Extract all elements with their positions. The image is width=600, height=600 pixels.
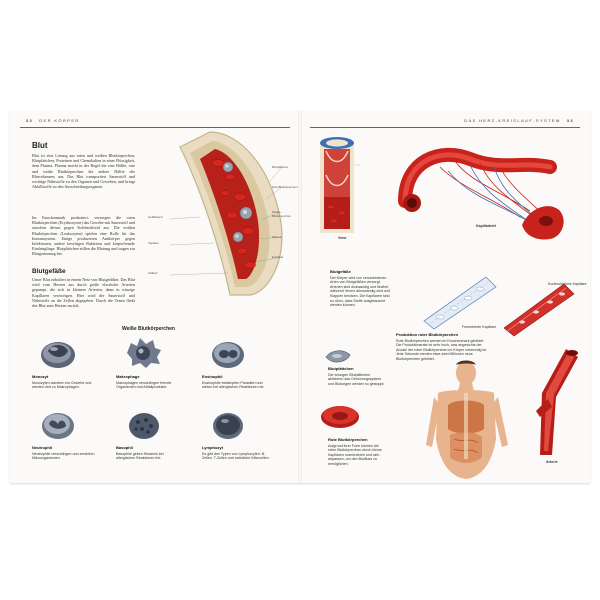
illus-label-3: Weiße Blutkörperchen bbox=[272, 210, 291, 218]
right-page-number: 33 bbox=[566, 118, 574, 123]
eosinophil-text: Eosinophile bekämpfen Parasiten und wirk… bbox=[202, 380, 265, 390]
kontinuierliche-label: Kontinuierliche Kapillare bbox=[548, 282, 587, 286]
fenestrierte-kapillare-illustration bbox=[423, 276, 497, 330]
produktion-title: Produktion roter Blutkörperchen bbox=[396, 332, 459, 337]
basophil-caption: Basophil Basophile geben Histamin bei al… bbox=[116, 445, 182, 461]
illus-label-1: Blutplättchen bbox=[272, 165, 289, 169]
right-running-title: DAS HERZ-KREISLAUF-SYSTEM bbox=[464, 118, 561, 123]
right-running-head: DAS HERZ-KREISLAUF-SYSTEM 33 bbox=[464, 118, 580, 128]
kapillarbett-label: Kapillarbett bbox=[476, 224, 496, 228]
blutgefaesse-heading: Blutgefäße bbox=[32, 268, 66, 275]
eosinophil-cell-image bbox=[212, 342, 244, 368]
left-head-rule bbox=[20, 127, 290, 128]
human-torso-illustration bbox=[426, 360, 508, 479]
monozyt-cell-image bbox=[41, 342, 75, 368]
right-page: DAS HERZ-KREISLAUF-SYSTEM 33 Vene bbox=[300, 111, 590, 483]
rote-text: Aufgrund ihrer Form können die roten Blu… bbox=[328, 443, 382, 466]
left-running-title: DER KÖRPER bbox=[39, 118, 80, 123]
left-page-number: 32 bbox=[26, 118, 34, 123]
basophil-title: Basophil bbox=[116, 445, 133, 450]
illus-label-2: Rote Blutkörperchen bbox=[272, 185, 298, 189]
illus-label-8: Zellkern bbox=[148, 271, 158, 275]
lymphozyt-caption: Lymphozyt Es gibt drei Typen von Lymphoz… bbox=[202, 445, 272, 461]
produktion-caption: Produktion roter Blutkörperchen Rote Blu… bbox=[396, 332, 488, 362]
rote-blutkoerperchen-image bbox=[321, 406, 359, 428]
illus-label-5: Endothel bbox=[272, 255, 284, 259]
lymphozyt-cell-image bbox=[213, 413, 243, 439]
makrophage-caption: Makrophage Makrophagen verschlingen frem… bbox=[116, 374, 182, 390]
blut-heading: Blut bbox=[32, 141, 48, 150]
right-head-rule bbox=[310, 127, 580, 128]
kontinuierliche-kapillare-illustration bbox=[503, 283, 575, 337]
monozyt-caption: Monozyt Monozyten wandern ins Gewebe und… bbox=[32, 374, 98, 390]
wbc-heading: Weiße Blutkörperchen bbox=[122, 326, 175, 332]
illus-label-6: Gefäßwand bbox=[148, 215, 163, 219]
blutplaettchen-text: Die winzigen Blutplättchen aktivieren da… bbox=[328, 372, 385, 386]
makrophage-title: Makrophage bbox=[116, 374, 140, 379]
neutrophil-cell-image bbox=[42, 413, 74, 439]
eosinophil-title: Eosinophil bbox=[202, 374, 223, 379]
kapillarbett-illustration bbox=[398, 147, 564, 240]
lymphozyt-text: Es gibt drei Typen von Lymphozyten: B-Ze… bbox=[202, 451, 270, 461]
rote-title: Rote Blutkörperchen bbox=[328, 437, 368, 442]
blut-paragraph-2: Im Knochenmark produziert, versorgen die… bbox=[32, 215, 135, 257]
blutgefaesse-paragraph: Unser Blut zirkuliert in einem Netz von … bbox=[32, 277, 135, 309]
blutgefaesse-caption: Blutgefäße Der Körper wird von verschied… bbox=[330, 269, 394, 308]
eosinophil-caption: Eosinophil Eosinophile bekämpfen Parasit… bbox=[202, 374, 272, 390]
illus-label-4: Plasma bbox=[272, 235, 282, 239]
neutrophil-caption: Neutrophil Neutrophile verschlingen und … bbox=[32, 445, 98, 461]
vessel-cross-section-illustration bbox=[169, 131, 283, 296]
blutplaettchen-image bbox=[325, 350, 351, 363]
left-page: 32 DER KÖRPER Blut Blut ist eine Lösung a… bbox=[10, 111, 300, 483]
monozyt-title: Monozyt bbox=[32, 374, 49, 379]
fenestrierte-label: Fenestrierte Kapillare bbox=[462, 325, 497, 329]
neutrophil-text: Neutrophile verschlingen und zerstören M… bbox=[32, 451, 95, 461]
book-gutter bbox=[298, 111, 302, 483]
vene-illustration bbox=[320, 137, 360, 233]
basophil-text: Basophile geben Histamin bei allergische… bbox=[116, 451, 164, 461]
illus-label-7: Kapillare bbox=[148, 241, 159, 245]
blut-paragraph-1: Blut ist eine Lösung aus roten und weiße… bbox=[32, 153, 135, 190]
lymphozyt-title: Lymphozyt bbox=[202, 445, 223, 450]
left-running-head: 32 DER KÖRPER bbox=[20, 118, 80, 128]
basophil-cell-image bbox=[129, 413, 159, 439]
arterie-illustration bbox=[536, 349, 578, 455]
neutrophil-title: Neutrophil bbox=[32, 445, 52, 450]
vene-label: Vene bbox=[338, 236, 347, 240]
blutplaettchen-caption: Blutplättchen Die winzigen Blutplättchen… bbox=[328, 366, 386, 386]
makrophage-text: Makrophagen verschlingen fremde Organism… bbox=[116, 380, 172, 390]
monozyt-text: Monozyten wandern ins Gewebe und werden … bbox=[32, 380, 92, 390]
blutplaettchen-title: Blutplättchen bbox=[328, 366, 354, 371]
book-spread: 32 DER KÖRPER Blut Blut ist eine Lösung a… bbox=[10, 111, 590, 483]
blutgefaesse-caption-text: Der Körper wird von verschiedenen Arten … bbox=[330, 275, 390, 308]
produktion-text: Rote Blutkörperchen werden im Knochenmar… bbox=[396, 338, 488, 361]
arterie-label: Arterie bbox=[546, 460, 558, 464]
rote-caption: Rote Blutkörperchen Aufgrund ihrer Form … bbox=[328, 437, 386, 467]
makrophage-cell-image bbox=[127, 338, 161, 368]
blutgefaesse-caption-title: Blutgefäße bbox=[330, 269, 351, 274]
